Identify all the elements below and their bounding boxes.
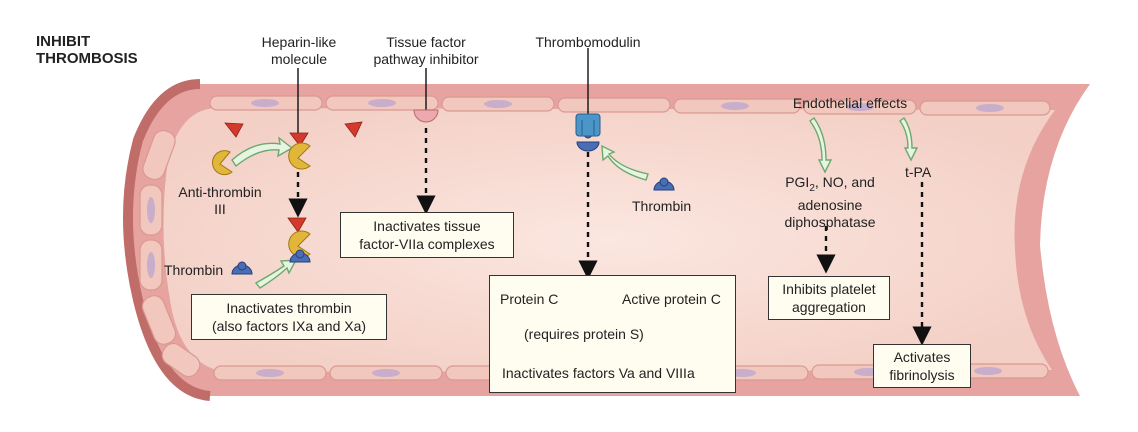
tpa-label: t-PA (905, 164, 932, 180)
endothelium-left (139, 129, 201, 378)
box-inactivates-tfviia: Inactivates tissue factor-VIIa complexes (340, 212, 514, 258)
box-activates-fibrinolysis: Activates fibrinolysis (873, 344, 971, 388)
thrombin-left-label: Thrombin (164, 262, 224, 278)
active-protein-c-text: Active protein C (622, 291, 721, 307)
endothelial-effects-label: Endothelial effects (792, 95, 908, 111)
inactivates-va-viiia-text: Inactivates factors Va and VIIIa (502, 365, 695, 381)
tfpi-molecule (413, 109, 439, 123)
diagram-title: INHIBIT THROMBOSIS (36, 33, 138, 67)
pointer-lines (297, 48, 589, 135)
thrombomodulin-label: Thrombomodulin (535, 34, 641, 50)
antithrombin-label: Anti-thrombin III (178, 184, 262, 217)
antithrombin-molecules (212, 142, 311, 258)
requires-protein-s-text: (requires protein S) (524, 326, 644, 342)
thrombomodulin-receptor (575, 113, 601, 137)
heparin-triangles (224, 121, 363, 233)
pgi-label: PGI2, NO, and adenosine diphosphatase (784, 174, 876, 230)
dashed-arrows (288, 128, 932, 346)
protein-c-text: Protein C (500, 291, 559, 307)
thrombin-right-label: Thrombin (632, 198, 692, 214)
box-protein-c: Protein C Active protein C (requires pro… (489, 275, 736, 393)
heparin-label: Heparin-like molecule (261, 34, 337, 67)
box-inhibits-platelet: Inhibits platelet aggregation (768, 276, 890, 320)
vessel-outer-edge (123, 79, 211, 401)
tfpi-label: Tissue factor pathway inhibitor (373, 34, 479, 67)
box-inactivates-thrombin: Inactivates thrombin (also factors IXa a… (191, 294, 387, 340)
